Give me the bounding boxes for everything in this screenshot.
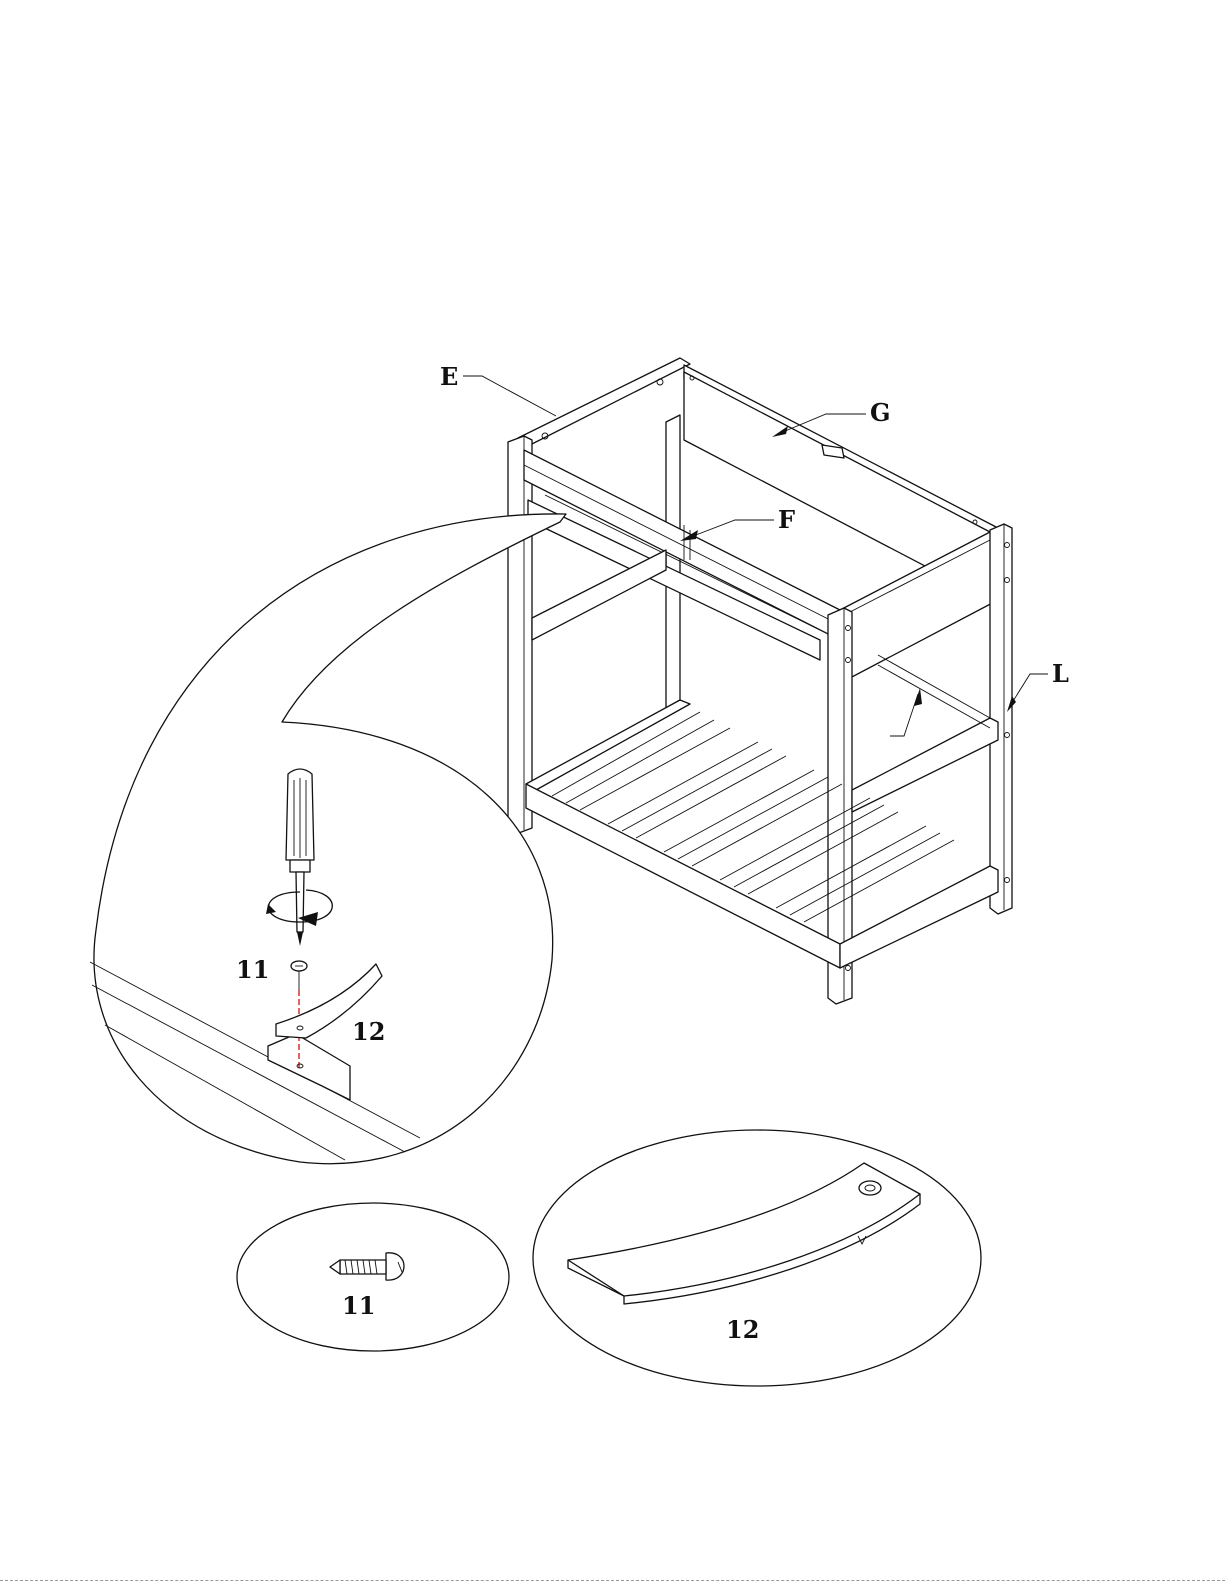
part-screw-label: 11 [342,1291,375,1320]
left-mid-rail [532,550,666,640]
page-bottom-rule [0,1580,1225,1581]
label-e: E [440,362,458,391]
back-left-post [666,415,680,708]
detail-screw-label: 11 [236,955,269,984]
label-f: F [778,505,795,534]
right-mid-rail [852,718,998,812]
detail-bubble: 11 12 [90,514,566,1164]
screw-icon [330,1253,404,1280]
part-plate-label: 12 [726,1315,759,1344]
label-l: L [1052,659,1069,688]
bracket-plate-icon [568,1163,920,1304]
shelf-frame [508,358,1012,1004]
detail-plate-label: 12 [352,1017,385,1046]
part-screw-bubble: 11 [237,1203,509,1351]
shelf-right-rail [840,866,998,968]
shelf-back-rail [526,700,690,790]
front-left-post [508,436,532,834]
shelf-front-rail [526,784,840,968]
part-plate-bubble: 12 [533,1130,981,1386]
label-g: G [870,398,891,427]
